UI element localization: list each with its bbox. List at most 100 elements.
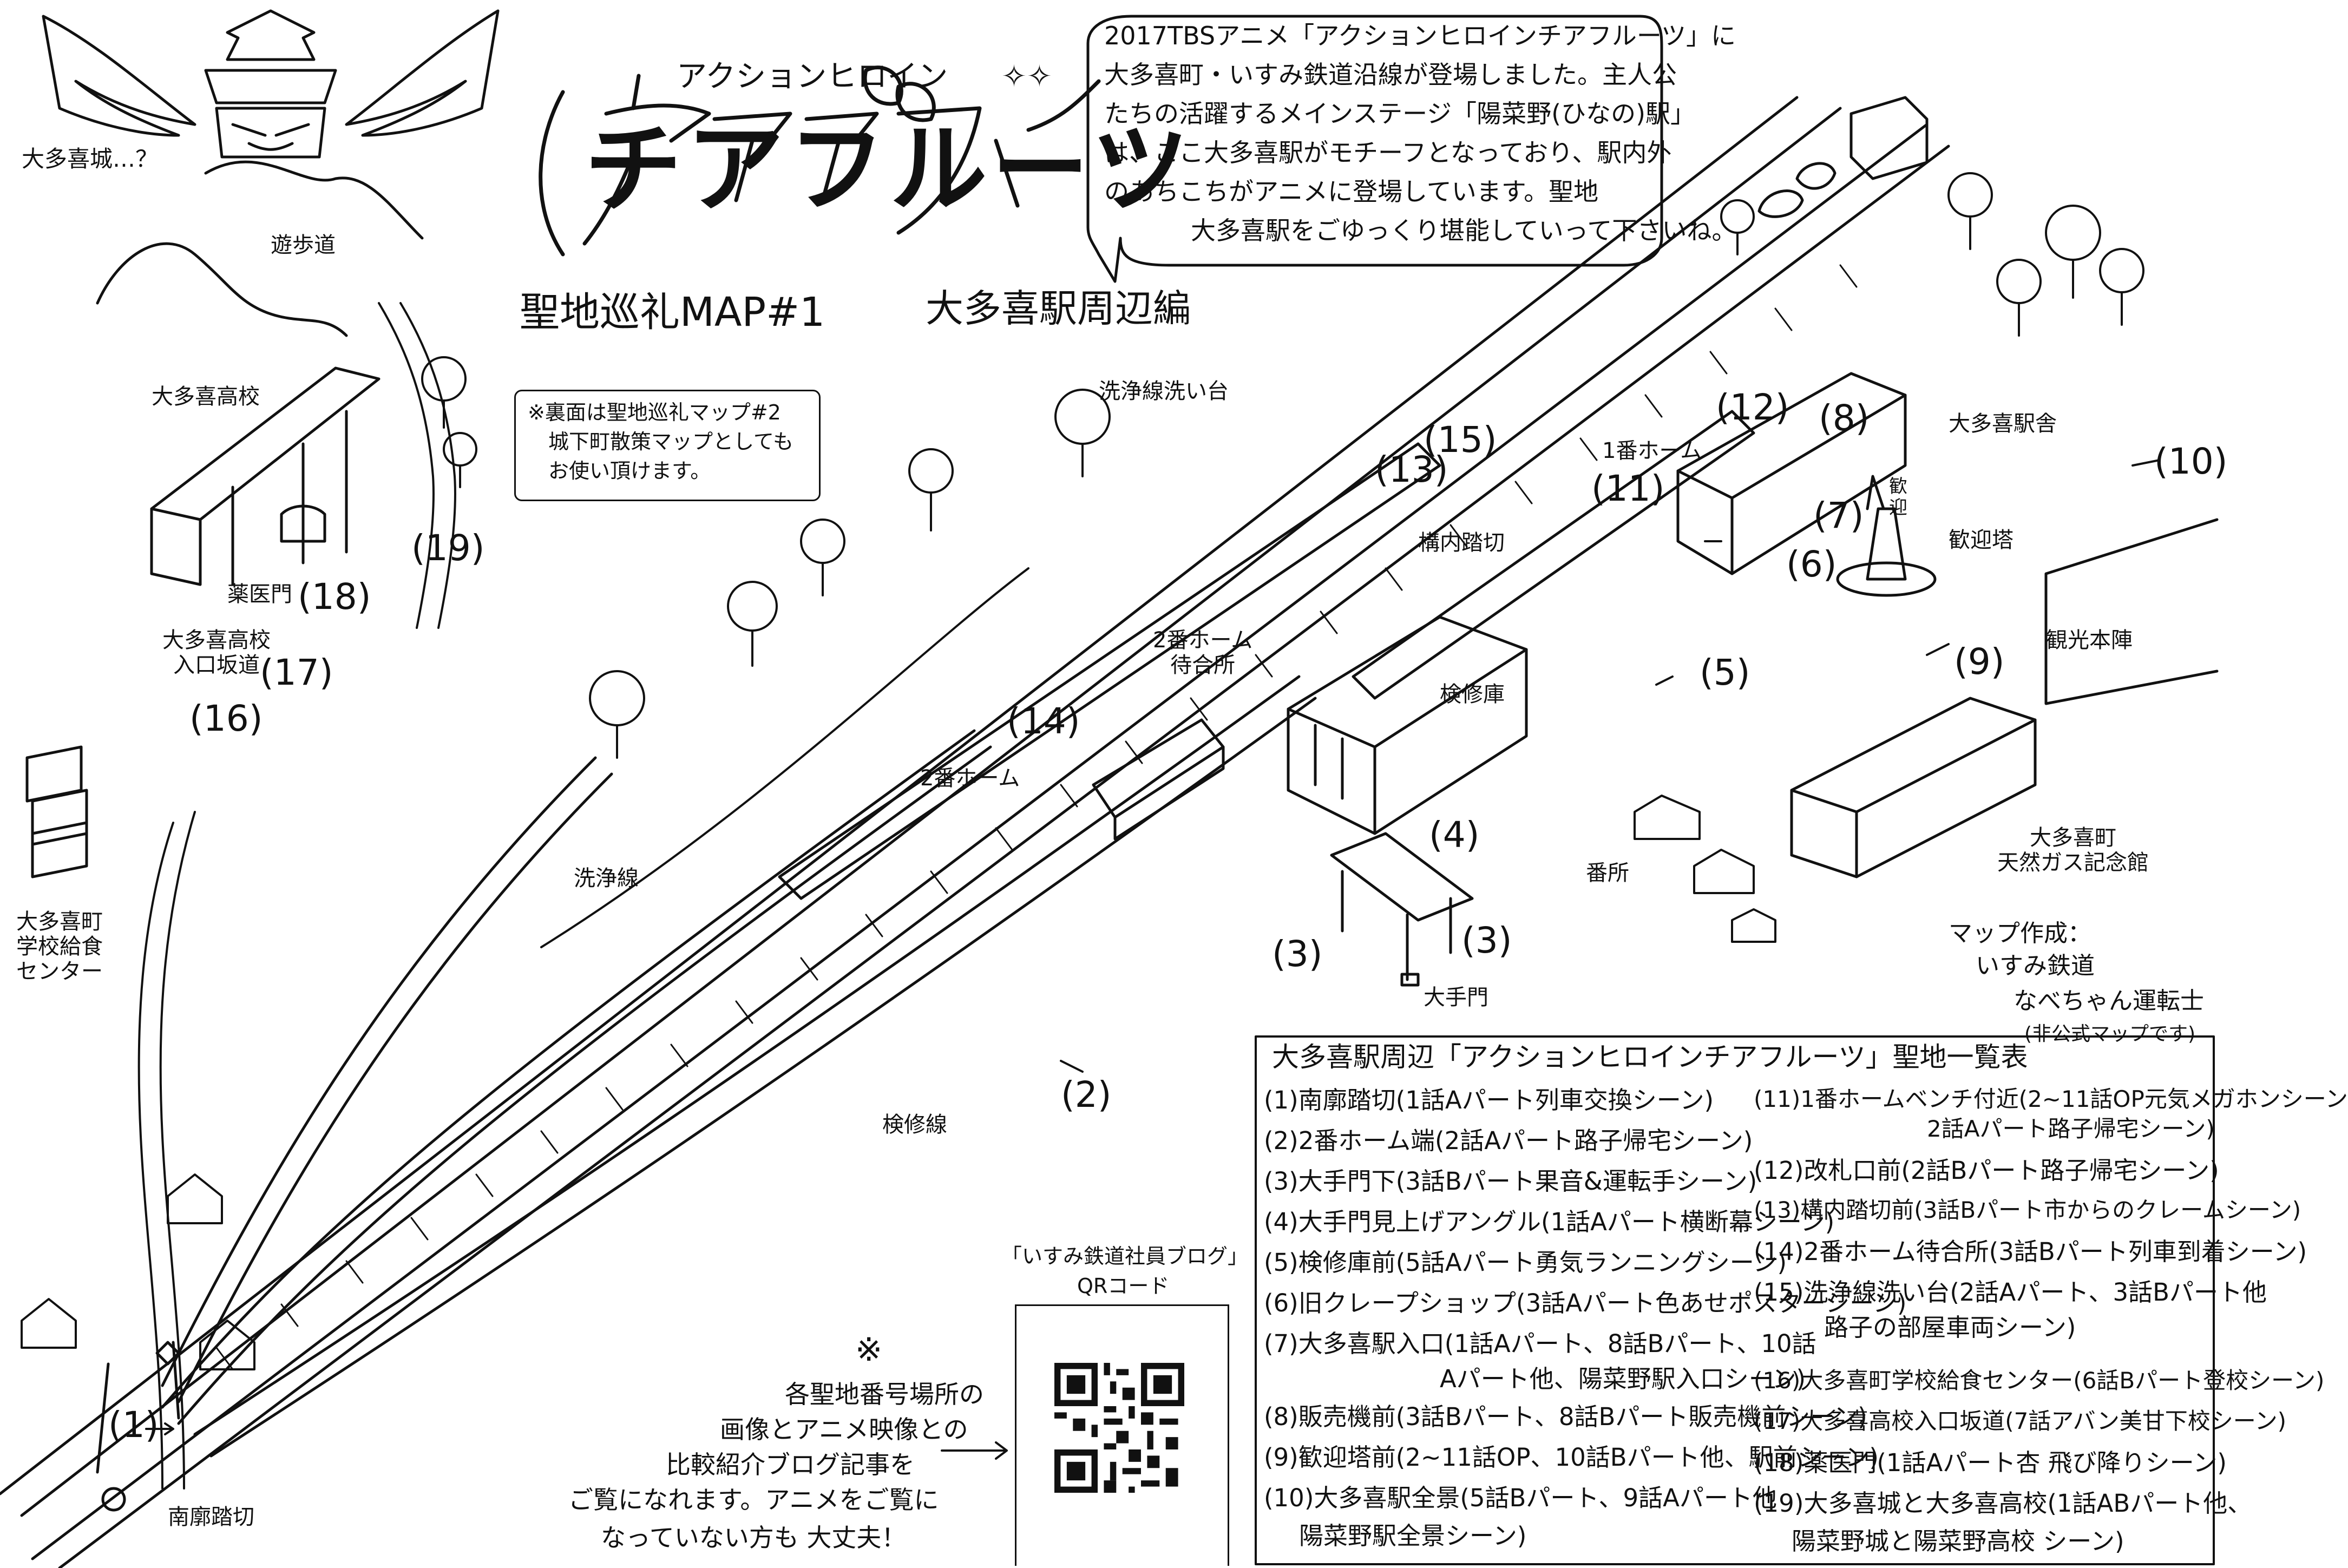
otemon-gate xyxy=(1330,832,1474,987)
bubble-line-6: 大多喜駅をごゆっくり堪能していって下さいね。 xyxy=(1191,216,1737,245)
freight-train xyxy=(1757,96,1929,218)
label-otemon: 大手門 xyxy=(1424,985,1488,1010)
legend-title: 大多喜駅周辺「アクションヒロインチアフルーツ」聖地一覧表 xyxy=(1272,1041,2028,1073)
label-platform2-wait: 2番ホーム 待合所 xyxy=(1153,628,1253,678)
marker-3a: (3) xyxy=(1272,933,1323,975)
legend-item-19-cont: 陽菜野城と陽菜野高校 シーン) xyxy=(1792,1527,2124,1556)
label-station-building: 大多喜駅舎 xyxy=(1949,411,2057,436)
marker-10: (10) xyxy=(2154,441,2228,482)
marker-11: (11) xyxy=(1591,468,1665,509)
legend-item-11-cont: 2話Aパート路子帰宅シーン) xyxy=(1927,1116,2215,1142)
legend-item-10-cont: 陽菜野駅全景シーン) xyxy=(1299,1521,1527,1550)
label-yakuimon: 薬医門 xyxy=(227,582,292,607)
qr-caption-1: 「いすみ鉄道社員ブログ」 xyxy=(1001,1244,1249,1268)
marker-12: (12) xyxy=(1716,386,1789,428)
note-line-1: ※裏面は聖地巡礼マップ#2 xyxy=(528,401,781,424)
legend-item-11: (11)1番ホームベンチ付近(2~11話OP元気メガホンシーン xyxy=(1754,1086,2348,1112)
platform-1 xyxy=(1352,410,1755,700)
title-lettering xyxy=(539,65,1101,257)
trees xyxy=(421,172,2144,759)
legend-item-15-cont: 路子の部屋車両シーン) xyxy=(1824,1313,2076,1342)
label-kenshusen: 検修線 xyxy=(882,1112,947,1137)
qr-code[interactable] xyxy=(1054,1363,1184,1493)
kyushoku-center-houses xyxy=(25,745,88,878)
legend-item-19: (19)大多喜城と大多喜高校(1話ABパート他、 xyxy=(1754,1489,2252,1518)
label-konai-fumikiri: 構内踏切 xyxy=(1418,530,1505,555)
label-kangeito: 歓迎塔 xyxy=(1949,528,2013,553)
note-box: ※裏面は聖地巡礼マップ#2 城下町散策マップとしても お使い頂けます。 xyxy=(514,390,821,501)
legend-item-10: (10)大多喜駅全景(5話Bパート、9話Aパート他 xyxy=(1264,1484,1777,1512)
label-kyushoku: 大多喜町 学校給食 センター xyxy=(16,909,103,984)
houses xyxy=(21,795,1776,1370)
bubble-line-5: のあちこちがアニメに登場しています。聖地 xyxy=(1104,177,1599,206)
legend-item-7-cont: Aパート他、陽菜野駅入口シーン) xyxy=(1440,1364,1806,1393)
hiking-path xyxy=(378,302,435,629)
legend-item-7: (7)大多喜駅入口(1話Aパート、8話Bパート、10話 xyxy=(1264,1329,1816,1358)
title-kana: アクションヒロイン xyxy=(677,59,948,94)
mountain-ridge xyxy=(204,160,424,240)
bubble-line-4: は、ここ大多喜駅がモチーフとなっており、駅内外 xyxy=(1104,138,1672,167)
castle-label: 大多喜城…？ xyxy=(22,146,159,172)
bubble-line-3: たちの活躍するメインステージ「陽菜野(ひなの)駅」 xyxy=(1104,99,1696,128)
legend-item-6: (6)旧クレープショップ(3話Aパート色あせポスターシーン) xyxy=(1264,1289,1907,1317)
left-road xyxy=(137,822,174,1490)
blog-note-mark: ※ xyxy=(855,1331,883,1369)
marker-9: (9) xyxy=(1954,641,2005,683)
label-bansho: 番所 xyxy=(1586,861,1629,885)
inspection-shed xyxy=(1287,615,1528,835)
otaki-high-school xyxy=(150,366,381,586)
legend-item-12: (12)改札口前(2話Bパート路子帰宅シーン) xyxy=(1754,1156,2219,1185)
title-sparkles: ✧✧ xyxy=(1001,59,1052,94)
blog-note-line-3: 比較紹介ブログ記事を xyxy=(666,1450,915,1479)
marker-15: (15) xyxy=(1424,419,1497,461)
blog-note-line-1: 各聖地番号場所の xyxy=(785,1380,984,1409)
legend-item-14: (14)2番ホーム待合所(3話Bパート列車到着シーン) xyxy=(1754,1237,2307,1266)
marker-7: (7) xyxy=(1813,495,1864,536)
castle-wings-illustration xyxy=(42,9,500,159)
welcome-tower xyxy=(1836,475,1937,597)
legend-item-9: (9)歓迎塔前(2~11話OP、10話Bパート他、駅前シーン) xyxy=(1264,1443,1879,1472)
legend-item-15: (15)洗浄線洗い台(2話Aパート、3話Bパート他 xyxy=(1754,1278,2267,1307)
legend-item-3: (3)大手門下(3話Bパート果音&運転手シーン) xyxy=(1264,1167,1757,1196)
label-kanko-honjin: 観光本陣 xyxy=(2046,628,2133,653)
kanko-honjin-building xyxy=(2044,518,2219,705)
blog-note-line-5: なっていない方も 大丈夫！ xyxy=(601,1523,907,1552)
marker-13: (13) xyxy=(1375,449,1448,490)
label-gas-museum: 大多喜町 天然ガス記念館 xyxy=(1997,825,2149,875)
legend-item-13: (13)構内踏切前(3話Bパート市からのクレームシーン) xyxy=(1754,1197,2301,1223)
legend-item-17: (17)大多喜高校入口坂道(7話アバン美甘下校シーン) xyxy=(1754,1408,2287,1434)
note-line-2: 城下町散策マップとしても xyxy=(548,430,793,454)
bubble-line-2: 大多喜町・いすみ鉄道沿線が登場しました。主人公 xyxy=(1104,60,1677,89)
credit-line-4: (非公式マップです) xyxy=(2024,1023,2196,1045)
label-nanro-fumikiri: 南廓踏切 xyxy=(168,1505,254,1530)
marker-4: (4) xyxy=(1429,814,1480,856)
marker-14: (14) xyxy=(1007,700,1080,742)
subtitle-right: 大多喜駅周辺編 xyxy=(926,286,1191,331)
marker-2: (2) xyxy=(1061,1074,1112,1116)
qr-caption-2: QRコード xyxy=(1077,1274,1170,1298)
qr-frame xyxy=(1015,1304,1229,1566)
legend-box-outline xyxy=(1255,1035,2215,1565)
credit-line-3: なべちゃん運転士 xyxy=(2013,987,2204,1015)
label-platform1: 1番ホーム xyxy=(1602,438,1702,463)
level-crossing xyxy=(96,1341,180,1512)
kangeito-sign-text: 歓 迎 xyxy=(1889,476,1907,519)
credit-line-2: いすみ鉄道 xyxy=(1976,952,2095,980)
label-yuhodo: 遊歩道 xyxy=(271,233,336,258)
legend-item-18: (18)薬医門(1話Aパート杏 飛び降りシーン) xyxy=(1754,1448,2227,1477)
speech-bubble-outline xyxy=(1086,15,1663,283)
marker-16: (16) xyxy=(189,698,263,739)
marker-19: (19) xyxy=(411,527,485,569)
legend-item-8: (8)販売機前(3話Bパート、8話Bパート販売機前シーン) xyxy=(1264,1402,1867,1431)
legend-item-5: (5)検修庫前(5話Aパート勇気ランニングシーン) xyxy=(1264,1248,1787,1277)
marker-1: (1) xyxy=(108,1404,159,1446)
subtitle-left: 聖地巡礼MAP#1 xyxy=(520,289,825,336)
marker-3b: (3) xyxy=(1461,920,1512,961)
legend-item-16: (16)大多喜町学校給食センター(6話Bパート登校シーン) xyxy=(1754,1367,2325,1394)
train-car xyxy=(1092,718,1225,841)
legend-item-2: (2)2番ホーム端(2話Aパート路子帰宅シーン) xyxy=(1264,1126,1753,1155)
marker-5: (5) xyxy=(1700,652,1750,693)
label-senjosen: 洗浄線 xyxy=(574,866,639,891)
platform-2 xyxy=(778,442,1441,900)
blog-note-line-4: ご覧になれます。アニメをご覧に xyxy=(568,1485,939,1514)
